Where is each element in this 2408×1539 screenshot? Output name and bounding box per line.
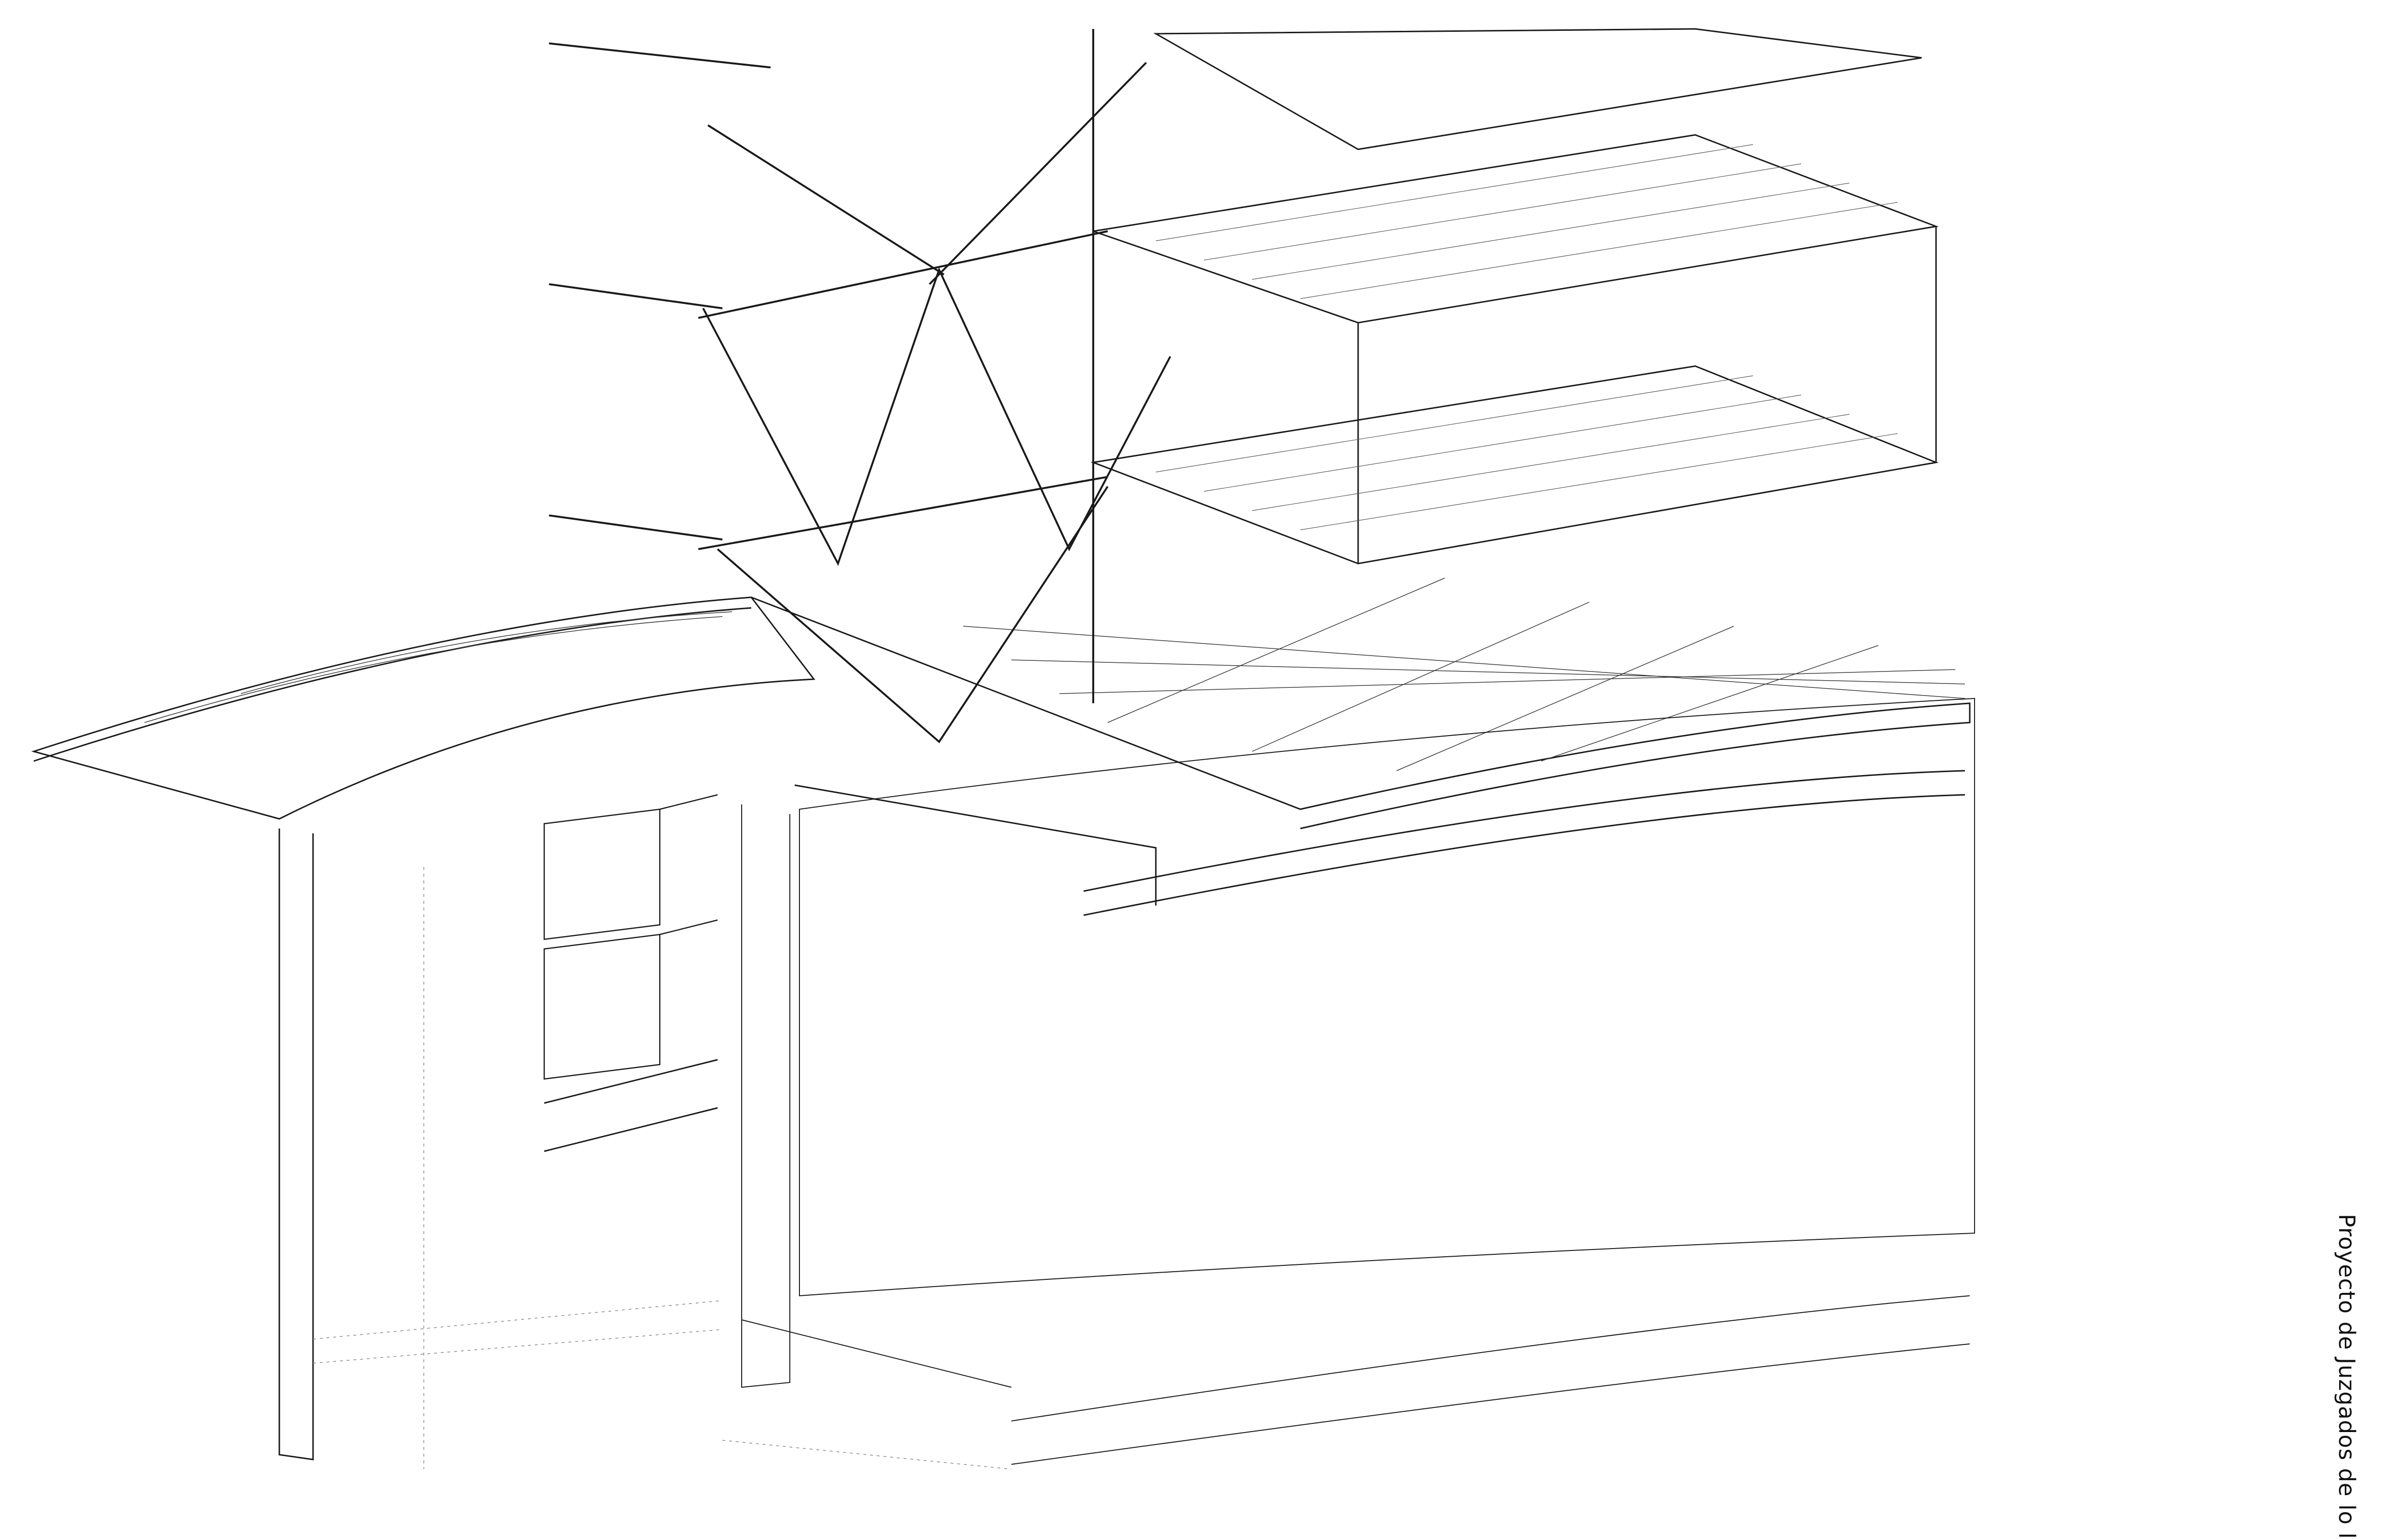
hidden-structure-lines	[313, 867, 1011, 1469]
deck-ribs	[1156, 145, 1898, 530]
drawing-caption: Proyecto de Juzgados de lo l	[2334, 1214, 2360, 1539]
upper-floor-decks	[1093, 29, 1936, 564]
lower-canopy-slab	[34, 597, 1970, 1460]
diagrid-core	[549, 29, 1170, 742]
facade-mullions	[742, 698, 1975, 1464]
isometric-structural-drawing	[0, 0, 2408, 1508]
mechanical-duct-boxes	[544, 795, 718, 1079]
canopy-grid	[144, 578, 1965, 771]
cable-tray-rails	[544, 1060, 718, 1151]
